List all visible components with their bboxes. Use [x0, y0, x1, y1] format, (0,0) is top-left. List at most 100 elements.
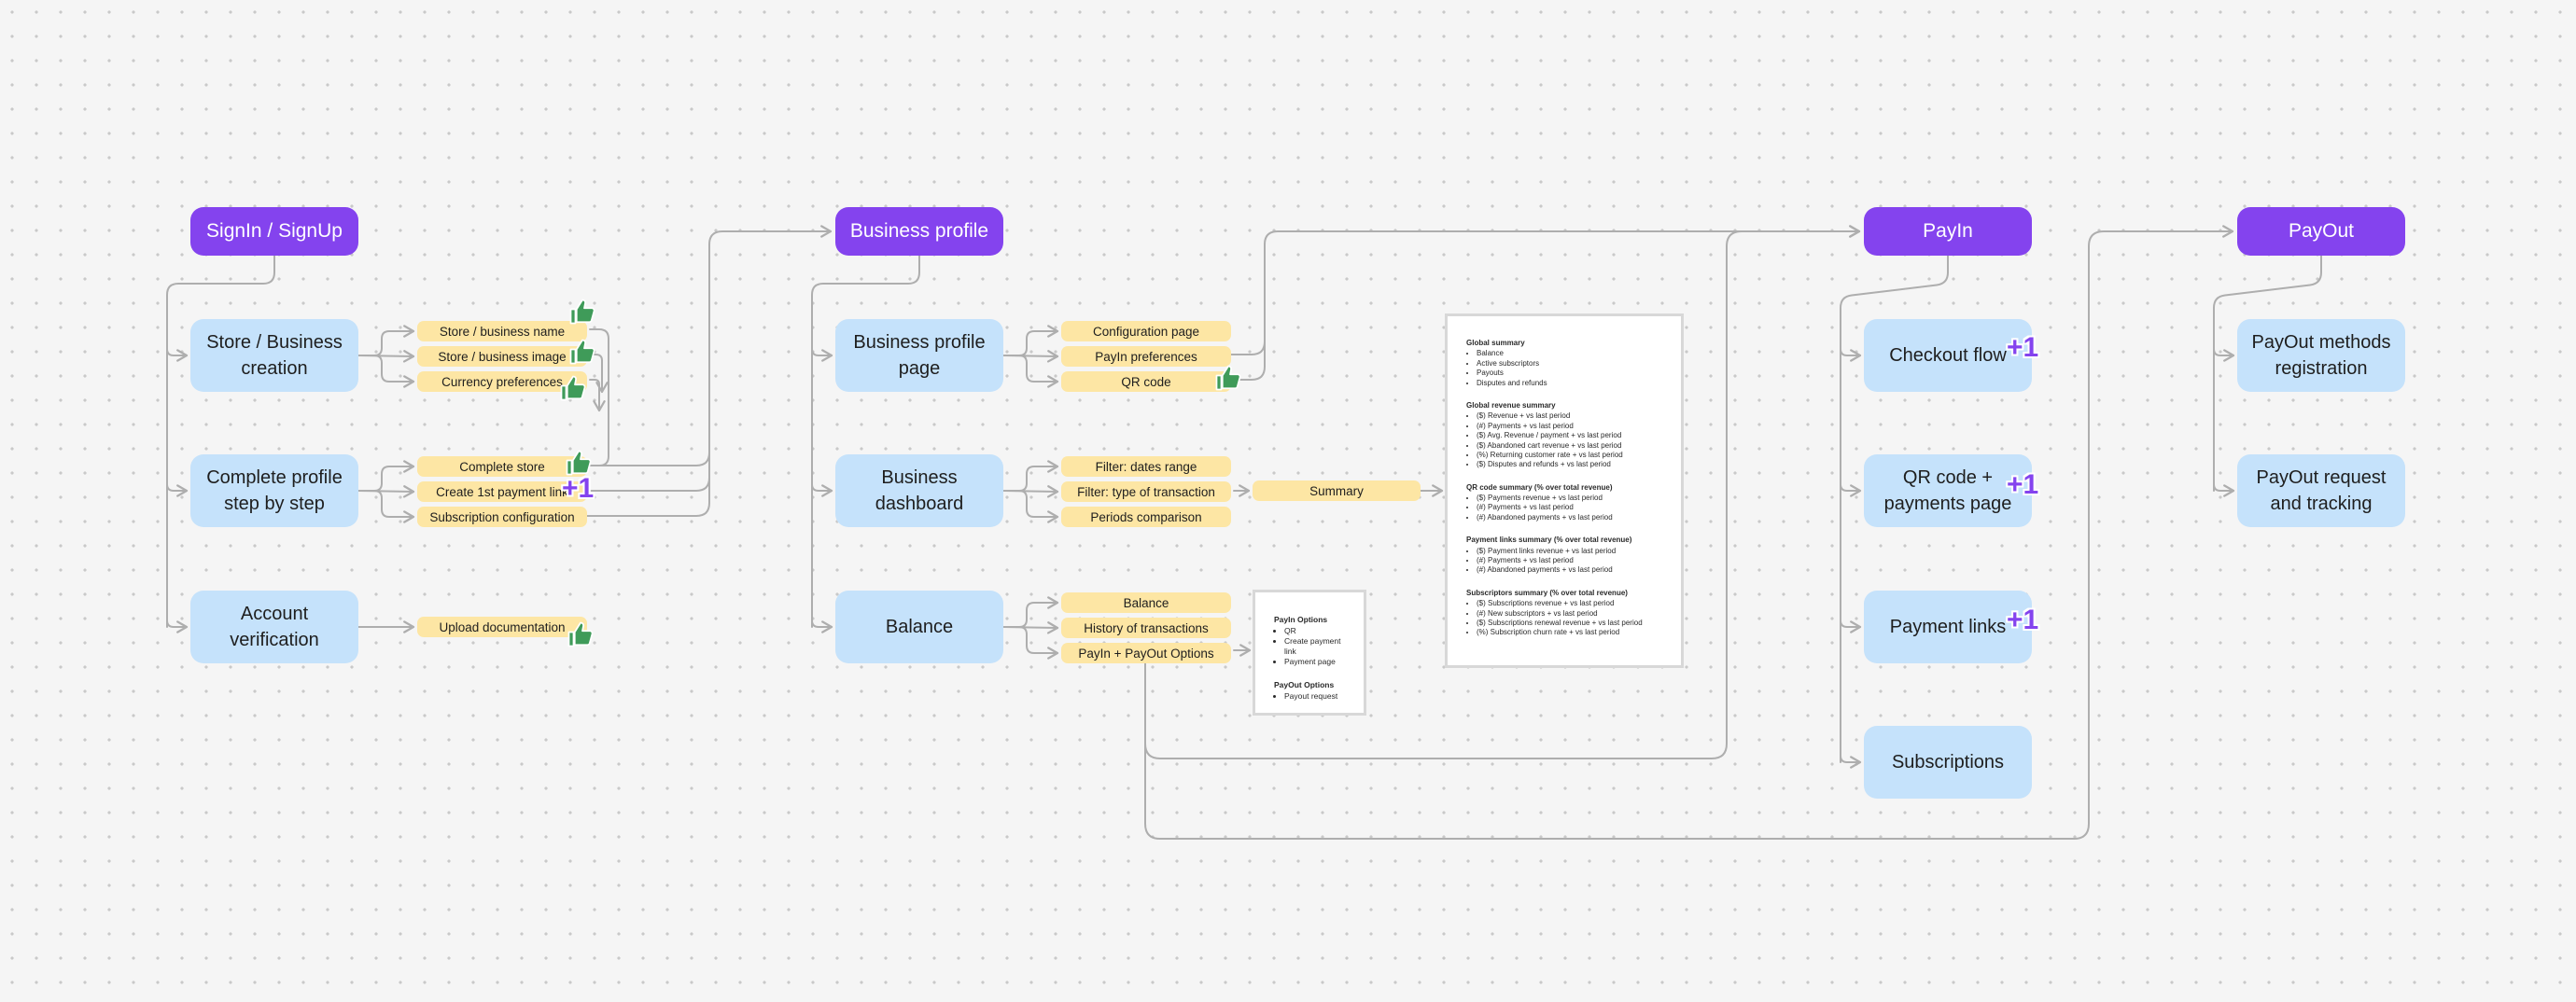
- signin-group-0-arrow-2: [357, 355, 415, 388]
- business-branch-1: [811, 477, 833, 497]
- chip-filter-dates-range[interactable]: Filter: dates range: [1061, 456, 1231, 477]
- signin-signup-header[interactable]: SignIn / SignUp: [190, 207, 358, 256]
- doc-list-item: (#) Abandoned payments + vs last period: [1477, 513, 1662, 522]
- doc-list-item: ($) Avg. Revenue / payment + vs last per…: [1477, 431, 1662, 440]
- doc-list-item: ($) Subscriptions renewal revenue + vs l…: [1477, 619, 1662, 628]
- doc-list-item: ($) Disputes and refunds + vs last perio…: [1477, 460, 1662, 469]
- doc-list-item: ($) Payment links revenue + vs last peri…: [1477, 547, 1662, 556]
- business-group-0-arrow-2: [1002, 355, 1059, 388]
- payment-link-to-business: [586, 372, 710, 492]
- doc-list-item: ($) Subscriptions revenue + vs last peri…: [1477, 599, 1662, 608]
- doc-list-item: (#) Payments + vs last period: [1477, 422, 1662, 431]
- balance-to-payin: [1144, 225, 1861, 759]
- payout-header[interactable]: PayOut: [2237, 207, 2405, 256]
- chip-configuration-page[interactable]: Configuration page: [1061, 321, 1231, 341]
- chip-complete-store[interactable]: Complete store: [417, 456, 587, 477]
- payin-header[interactable]: PayIn: [1864, 207, 2032, 256]
- signin-group-0-arrow-0: [357, 325, 415, 356]
- doc-list-item: Disputes and refunds: [1477, 379, 1662, 388]
- business-group-balance[interactable]: Balance: [835, 591, 1003, 663]
- payin-checkout-flow[interactable]: Checkout flow: [1864, 319, 2032, 392]
- loop-image: [589, 354, 609, 394]
- chip-store-business-image[interactable]: Store / business image: [417, 346, 587, 367]
- doc-list-item: (#) New subscriptors + vs last period: [1477, 609, 1662, 619]
- payin-qr-code-payments-page[interactable]: QR code + payments page: [1864, 454, 2032, 527]
- signin-branch-2: [166, 613, 189, 633]
- payin-branch-3: [1840, 748, 1862, 769]
- signin-group-1-arrow-0: [357, 460, 415, 492]
- doc-list-item: (%) Subscription churn rate + vs last pe…: [1477, 628, 1662, 637]
- dashboard-summary-doc: Global summaryBalanceActive subscriptors…: [1445, 313, 1684, 668]
- thumbs-up-icon: [567, 621, 594, 647]
- doc-section-heading: QR code summary (% over total revenue): [1466, 482, 1613, 492]
- doc-list-item: ($) Payments revenue + vs last period: [1477, 494, 1662, 503]
- signin-group-1-arrow-2: [357, 490, 415, 523]
- doc-list-item: ($) Abandoned cart revenue + vs last per…: [1477, 441, 1662, 451]
- complete-store-to-business: [586, 225, 833, 466]
- doc-section: Payment links summary (% over total reve…: [1466, 536, 1662, 576]
- doc-list-item: QR: [1284, 626, 1345, 636]
- business-group-1-arrow-0: [1002, 460, 1059, 492]
- chip-qr-code[interactable]: QR code: [1061, 371, 1231, 392]
- doc-section-heading: Payment links summary (% over total reve…: [1466, 536, 1632, 545]
- payin-branch-1: [1840, 477, 1862, 497]
- business-group-0-arrow-0: [1002, 325, 1059, 356]
- payout-payout-request-and-tracking[interactable]: PayOut request and tracking: [2237, 454, 2405, 527]
- business-group-2-arrow-2: [1002, 626, 1059, 660]
- doc-section: PayIn OptionsQRCreate payment linkPaymen…: [1274, 615, 1345, 667]
- plus-one-badge: +1: [2007, 332, 2039, 363]
- thumbs-up-icon: [560, 375, 586, 401]
- doc-section-heading: Global revenue summary: [1466, 400, 1556, 410]
- thumbs-up-icon: [569, 339, 595, 365]
- doc-list-item: (#) Abandoned payments + vs last period: [1477, 565, 1662, 575]
- signin-branch-1: [166, 477, 189, 497]
- payout-branch-1: [2213, 477, 2235, 497]
- business-group-business-profile-page[interactable]: Business profile page: [835, 319, 1003, 392]
- chip-upload-documentation[interactable]: Upload documentation: [417, 617, 587, 637]
- payin-payment-links[interactable]: Payment links: [1864, 591, 2032, 663]
- business-group-business-dashboard[interactable]: Business dashboard: [835, 454, 1003, 527]
- chip-subscription-configuration[interactable]: Subscription configuration: [417, 507, 587, 527]
- doc-section: QR code summary (% over total revenue) ($…: [1466, 483, 1662, 523]
- signin-group-store-business-creation[interactable]: Store / Business creation: [190, 319, 358, 392]
- business-branch-2: [811, 613, 833, 633]
- payout-payout-methods-registration[interactable]: PayOut methods registration: [2237, 319, 2405, 392]
- doc-list-item: (#) Payments + vs last period: [1477, 556, 1662, 565]
- doc-list-item: ($) Revenue + vs last period: [1477, 411, 1662, 421]
- signin-group-complete-profile-step-by-step[interactable]: Complete profile step by step: [190, 454, 358, 527]
- business-group-1-arrow-2: [1002, 490, 1059, 523]
- payin-branch-0: [1840, 341, 1862, 362]
- chip-summary[interactable]: Summary: [1253, 480, 1421, 501]
- doc-section-heading: Global summary: [1466, 339, 1525, 347]
- plus-one-badge: +1: [2007, 605, 2039, 635]
- business-branch-0: [811, 341, 833, 362]
- payin-payout-options-doc: PayIn OptionsQRCreate payment linkPaymen…: [1253, 590, 1366, 716]
- thumbs-up-icon: [569, 299, 595, 325]
- payout-spine: [2213, 255, 2322, 492]
- chip-balance[interactable]: Balance: [1061, 592, 1231, 613]
- chip-periods-comparison[interactable]: Periods comparison: [1061, 507, 1231, 527]
- chip-payin-preferences[interactable]: PayIn preferences: [1061, 346, 1231, 367]
- chip-history-of-transactions[interactable]: History of transactions: [1061, 618, 1231, 638]
- chip-store-business-name[interactable]: Store / business name: [417, 321, 587, 341]
- chip-currency-preferences[interactable]: Currency preferences: [417, 371, 587, 392]
- doc-section-heading: PayOut Options: [1274, 680, 1335, 690]
- chip-filter-type-of-transaction[interactable]: Filter: type of transaction: [1061, 481, 1231, 502]
- chip-payin-payout-options[interactable]: PayIn + PayOut Options: [1061, 643, 1231, 663]
- doc-list-item: Payouts: [1477, 369, 1662, 378]
- doc-list-item: (#) Payments + vs last period: [1477, 503, 1662, 512]
- business-profile-header[interactable]: Business profile: [835, 207, 1003, 256]
- payin-subscriptions[interactable]: Subscriptions: [1864, 726, 2032, 799]
- doc-list-item: Payout request: [1284, 691, 1345, 702]
- doc-list-item: Active subscriptors: [1477, 359, 1662, 369]
- doc-section: Global revenue summary($) Revenue + vs l…: [1466, 401, 1662, 470]
- doc-list-item: Payment page: [1284, 657, 1345, 667]
- thumbs-up-icon: [1215, 365, 1241, 391]
- signin-group-account-verification[interactable]: Account verification: [190, 591, 358, 663]
- doc-list-item: Create payment link: [1284, 636, 1345, 657]
- doc-section: Global summaryBalanceActive subscriptors…: [1466, 339, 1662, 388]
- thumbs-up-icon: [566, 450, 592, 476]
- chip-create-1st-payment-link[interactable]: Create 1st payment link: [417, 481, 587, 502]
- doc-section: PayOut OptionsPayout request: [1274, 680, 1345, 702]
